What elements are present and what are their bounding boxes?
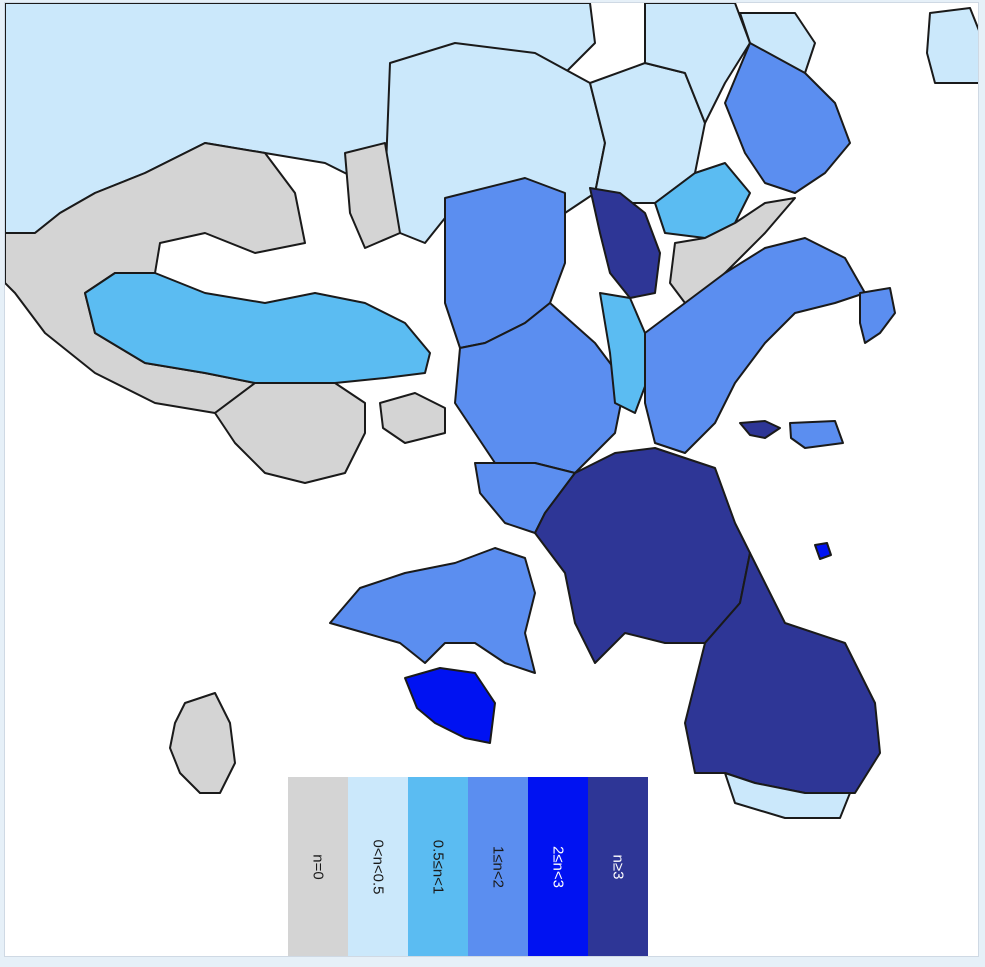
legend-swatch: 2≤n<3: [528, 777, 588, 956]
legend-swatch: 0.5≤n<1: [408, 777, 468, 956]
legend: n=0 0<n<0.5 0.5≤n<1 1≤n<2 2≤n<3 n≥3: [288, 777, 648, 956]
region-east-grey: [669, 197, 796, 304]
region-center-small-grey-2: [379, 392, 446, 444]
region-north-east-top: [644, 3, 751, 124]
region-east-mid-light: [654, 162, 751, 239]
legend-swatch: 1≤n<2: [468, 777, 528, 956]
region-south-east-light: [724, 772, 851, 819]
region-west-south-grey: [214, 382, 366, 484]
region-island-small-mid: [789, 420, 844, 449]
map-canvas: [5, 3, 978, 819]
region-island-north-east-light: [926, 7, 978, 84]
legend-swatch: 0<n<0.5: [348, 777, 408, 956]
region-center-light-strip: [599, 292, 651, 414]
region-east-upper-mid: [724, 42, 851, 194]
region-island-north-east-mid: [859, 287, 896, 344]
region-island-tiny-bright: [814, 542, 832, 560]
legend-label: 0<n<0.5: [369, 839, 387, 895]
region-center-dark-strip: [589, 187, 661, 299]
legend-label: n=0: [309, 854, 327, 880]
region-island-south-west-grey: [169, 692, 236, 794]
region-west-central-lake: [84, 272, 431, 384]
legend-label: n≥3: [609, 854, 627, 880]
region-east-peninsula: [644, 237, 866, 454]
legend-swatch: n≥3: [588, 777, 648, 956]
region-south-west-arm: [329, 547, 536, 674]
region-center-small-grey-1: [344, 142, 401, 249]
legend-label: 1≤n<2: [489, 845, 507, 889]
legend-label: 2≤n<3: [549, 845, 567, 889]
region-center-mid-2: [454, 302, 626, 474]
region-south-west-bright: [404, 667, 496, 744]
choropleth-map: n=0 0<n<0.5 0.5≤n<1 1≤n<2 2≤n<3 n≥3: [4, 2, 979, 957]
region-island-small-dark: [739, 420, 781, 439]
legend-label: 0.5≤n<1: [429, 839, 447, 895]
legend-swatch: n=0: [288, 777, 348, 956]
